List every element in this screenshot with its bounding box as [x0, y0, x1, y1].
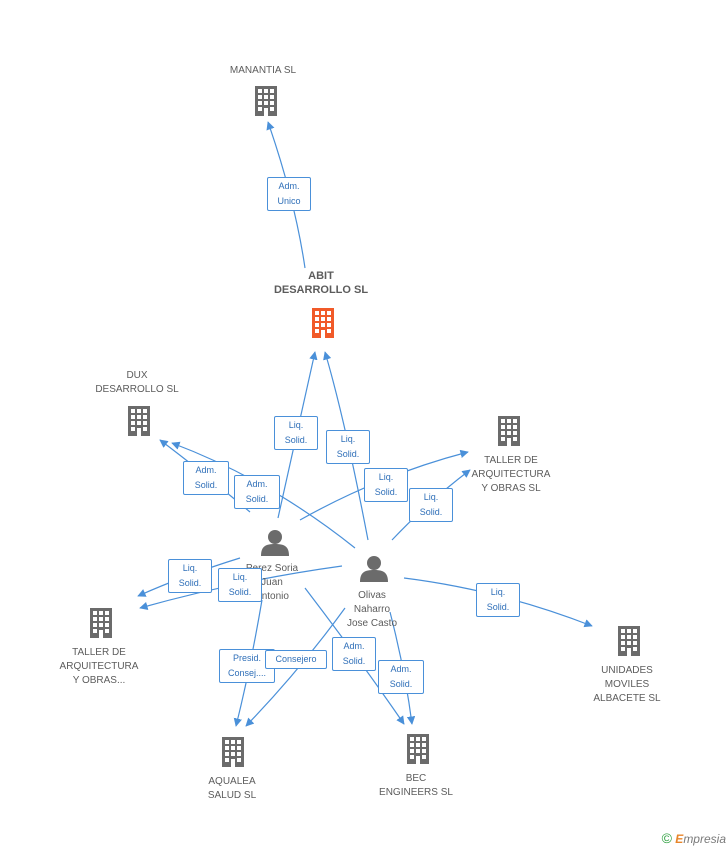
node-label-olivas[interactable]: Olivas Naharro Jose Casto	[346, 590, 398, 629]
relation-badge[interactable]: Liq. Solid.	[409, 488, 453, 522]
relation-badge[interactable]: Liq. Solid.	[274, 416, 318, 450]
relation-badge[interactable]: Adm. Solid.	[378, 660, 424, 694]
node-label-taller-left[interactable]: TALLER DE ARQUITECTURA Y OBRAS...	[59, 647, 139, 686]
node-label-abit[interactable]: ABIT DESARROLLO SL	[273, 270, 369, 296]
node-label-aqualea[interactable]: AQUALEA SALUD SL	[207, 776, 257, 801]
node-label-dux[interactable]: DUX DESARROLLO SL	[95, 370, 179, 395]
building-icon[interactable]	[407, 734, 429, 764]
edges	[137, 121, 593, 727]
relation-badge[interactable]: Liq. Solid.	[476, 583, 520, 617]
node-label-taller-right[interactable]: TALLER DE ARQUITECTURA Y OBRAS SL	[471, 455, 551, 494]
node-label-unidades[interactable]: UNIDADES MOVILES ALBACETE SL	[593, 665, 661, 704]
relation-badge[interactable]: Liq. Solid.	[168, 559, 212, 593]
building-icon[interactable]	[498, 416, 520, 446]
logo-text: mpresia	[683, 832, 726, 846]
relation-badge[interactable]: Adm. Unico	[267, 177, 311, 211]
logo-initial: E	[675, 832, 684, 846]
building-icon[interactable]	[90, 608, 112, 638]
empresia-logo: © Empresia	[662, 830, 726, 846]
building-icon[interactable]	[255, 86, 277, 116]
relation-badge[interactable]: Liq. Solid.	[218, 568, 262, 602]
copyright-icon: ©	[661, 830, 672, 846]
relation-badge[interactable]: Adm. Solid.	[332, 637, 376, 671]
building-icon-highlight[interactable]	[312, 308, 334, 338]
relation-badge[interactable]: Adm. Solid.	[234, 475, 280, 509]
building-icon[interactable]	[618, 626, 640, 656]
relation-badge[interactable]: Adm. Solid.	[183, 461, 229, 495]
node-label-bec[interactable]: BEC ENGINEERS SL	[379, 773, 453, 798]
relation-badge[interactable]: Liq. Solid.	[364, 468, 408, 502]
person-icon[interactable]	[360, 556, 388, 582]
building-icon[interactable]	[128, 406, 150, 436]
relation-badge[interactable]: Liq. Solid.	[326, 430, 370, 464]
node-label-manantia[interactable]: MANANTIA SL	[229, 65, 297, 76]
relation-badge[interactable]: Consejero	[265, 650, 327, 669]
person-icon[interactable]	[261, 530, 289, 556]
building-icon[interactable]	[222, 737, 244, 767]
